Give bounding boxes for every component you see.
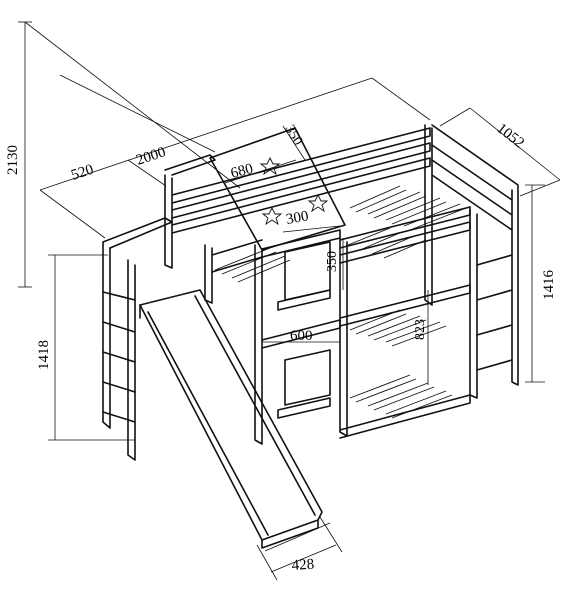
dimension-lines (18, 21, 561, 581)
dim-label-2000: 2000 (134, 144, 167, 168)
dim-label-1418: 1418 (36, 340, 52, 370)
dim-label-window-350: 350 (325, 251, 340, 272)
dim-label-1052: 1052 (494, 121, 527, 152)
dim-label-300: 300 (285, 208, 310, 228)
dim-label-2130: 2130 (5, 145, 21, 175)
dim-label-600: 600 (290, 328, 313, 344)
dim-label-roof-350: 350 (282, 123, 305, 149)
bed-frame (102, 124, 519, 461)
dim-label-1416: 1416 (541, 270, 557, 301)
slide (139, 289, 323, 549)
playhouse-front (164, 127, 346, 445)
dim-label-520: 520 (69, 162, 95, 184)
dim-label-428: 428 (291, 556, 315, 574)
dim-label-823: 823 (413, 319, 428, 340)
dim-label-680: 680 (229, 161, 255, 182)
